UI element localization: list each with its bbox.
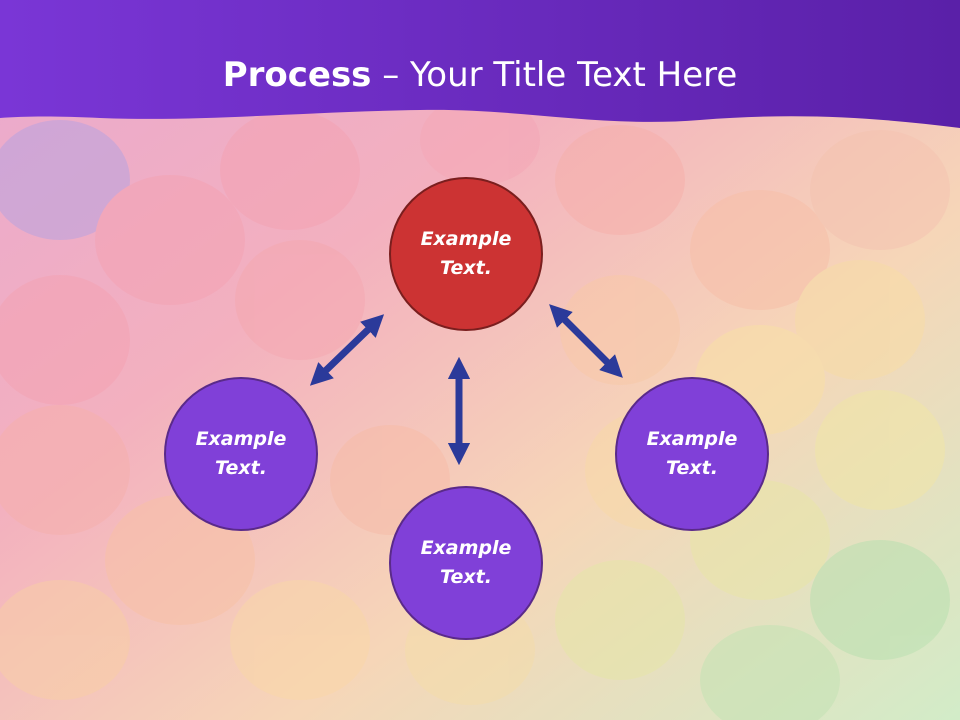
node-left: Example Text. [164, 377, 318, 531]
title-bold: Process [222, 55, 372, 95]
node-left-text: Example Text. [195, 428, 287, 479]
node-top: Example Text. [389, 177, 543, 331]
node-bottom: Example Text. [389, 486, 543, 640]
node-right-text: Example Text. [646, 428, 738, 479]
node-bottom-text: Example Text. [420, 537, 512, 588]
arrow-top-left [309, 314, 385, 386]
header-band [0, 0, 960, 128]
arrow-top-right [549, 304, 623, 378]
title-rest: – Your Title Text Here [371, 55, 738, 95]
node-top-text: Example Text. [420, 228, 512, 279]
node-right: Example Text. [615, 377, 769, 531]
page-title: Process – Your Title Text Here [0, 52, 960, 98]
